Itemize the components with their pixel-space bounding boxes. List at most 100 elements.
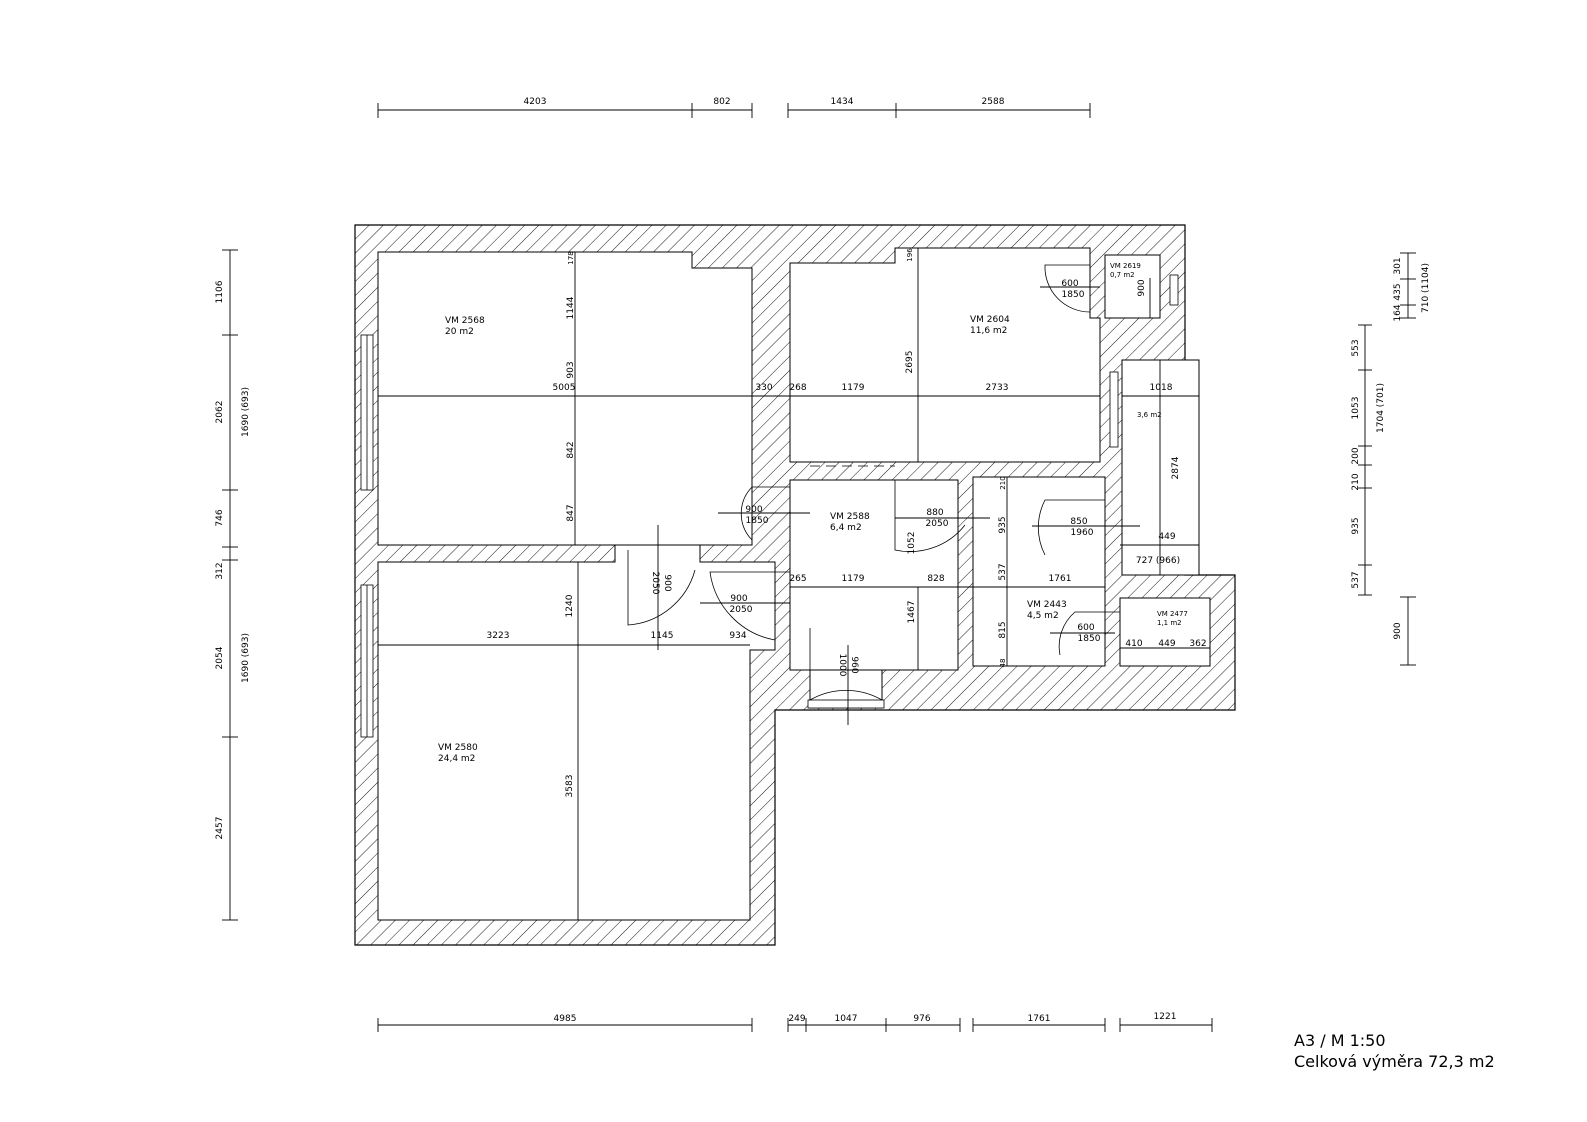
dim-label: 847 <box>566 504 576 521</box>
outer-dimension-lines <box>222 103 1416 1032</box>
door-labels: 900 1850 900 2050 900 2050 880 2050 850 … <box>650 279 1147 677</box>
door-width: 900 <box>662 574 672 591</box>
room-code: VM 2619 <box>1110 262 1141 270</box>
door-height: 1960 <box>1071 528 1094 538</box>
dim-label: 1047 <box>835 1014 858 1024</box>
dim-label: 900 <box>1393 622 1403 639</box>
dim-label: 842 <box>566 441 576 458</box>
room-code: VM 2604 <box>970 315 1010 325</box>
door-width: 900 <box>1137 279 1147 296</box>
dim-label: 48 <box>999 659 1007 668</box>
dim-label: 1179 <box>842 383 865 393</box>
dim-label: 935 <box>1351 517 1361 534</box>
door-width: 600 <box>1077 623 1094 633</box>
door-height: 1850 <box>1062 290 1085 300</box>
dim-label: 164 <box>1393 304 1403 321</box>
windows <box>360 274 1179 738</box>
room-area: 1,1 m2 <box>1157 619 1182 627</box>
dim-label: 1761 <box>1049 574 1072 584</box>
dim-label: 1144 <box>566 296 576 319</box>
dim-label: 1690 (693) <box>241 633 251 683</box>
room-code: VM 2443 <box>1027 600 1067 610</box>
dim-label: 3583 <box>565 775 575 798</box>
dim-label: 727 (966) <box>1136 556 1180 566</box>
dim-label: 1761 <box>1028 1014 1051 1024</box>
dim-label: 4203 <box>524 97 547 107</box>
dim-label: 3223 <box>487 631 510 641</box>
dim-label: 4985 <box>554 1014 577 1024</box>
dim-label: 196 <box>906 248 914 262</box>
dim-label: 710 (1104) <box>1421 263 1431 313</box>
room-code: VM 2588 <box>830 512 870 522</box>
door-height: 2050 <box>730 605 753 615</box>
drawing-footer: A3 / M 1:50 Celková výměra 72,3 m2 <box>1294 1030 1495 1072</box>
door-height: 2050 <box>650 572 660 595</box>
dim-label: 1434 <box>831 97 854 107</box>
dim-label: 828 <box>927 574 944 584</box>
dim-label: 200 <box>1351 447 1361 464</box>
dim-label: 210 <box>999 476 1007 489</box>
dim-label: 2695 <box>905 351 915 374</box>
dim-label: 449 <box>1158 532 1175 542</box>
dim-label: 976 <box>913 1014 930 1024</box>
door-height: 2050 <box>926 519 949 529</box>
dim-label: 2054 <box>215 646 225 669</box>
scale-label: A3 / M 1:50 <box>1294 1031 1386 1050</box>
door-width: 960 <box>849 656 859 673</box>
dim-label: 330 <box>755 383 772 393</box>
dim-label: 1704 (701) <box>1376 383 1386 433</box>
room-interiors <box>377 247 1211 921</box>
dim-label: 537 <box>1351 571 1361 588</box>
dim-label: 1106 <box>215 280 225 303</box>
dim-label: 537 <box>998 563 1008 580</box>
dim-label: 449 <box>1158 639 1175 649</box>
dim-label: 934 <box>729 631 746 641</box>
dim-label: 1690 (693) <box>241 387 251 437</box>
dim-label: 249 <box>788 1014 805 1024</box>
dim-label: 312 <box>215 562 225 579</box>
outer-dimension-texts: 4203 802 1434 2588 4985 249 1047 976 176… <box>215 97 1431 1024</box>
dim-label: 2457 <box>215 817 225 840</box>
door-width: 850 <box>1070 517 1087 527</box>
dim-label: 746 <box>215 509 225 526</box>
dim-label: 301 <box>1393 257 1403 274</box>
dim-label: 815 <box>998 621 1008 638</box>
dim-label: 1467 <box>907 601 917 624</box>
dim-label: 178 <box>567 251 575 264</box>
dim-label: 903 <box>566 361 576 378</box>
total-area-label: Celková výměra 72,3 m2 <box>1294 1052 1495 1071</box>
room-labels: VM 2568 20 m2 VM 2604 11,6 m2 VM 2619 0,… <box>438 262 1188 764</box>
dim-label: 410 <box>1125 639 1142 649</box>
dim-label: 2062 <box>215 401 225 424</box>
dim-label: 210 <box>1351 473 1361 490</box>
inner-dimension-texts: 178 1144 903 842 847 5005 330 268 1179 2… <box>487 248 1207 798</box>
dim-label: 265 <box>789 574 806 584</box>
room-code: VM 2477 <box>1157 610 1188 618</box>
room-area: 4,5 m2 <box>1027 611 1059 621</box>
doors <box>627 264 1120 701</box>
door-width: 900 <box>730 594 747 604</box>
dim-label: 1179 <box>842 574 865 584</box>
dim-label: 362 <box>1189 639 1206 649</box>
room-area: 20 m2 <box>445 327 474 337</box>
room-area: 11,6 m2 <box>970 326 1007 336</box>
dim-label: 1053 <box>1351 397 1361 420</box>
door-height: 1000 <box>837 654 847 677</box>
dim-label: 2874 <box>1171 456 1181 479</box>
dim-label: 2733 <box>986 383 1009 393</box>
room-area: 0,7 m2 <box>1110 271 1135 279</box>
dim-label: 553 <box>1351 339 1361 356</box>
dim-label: 1145 <box>651 631 674 641</box>
inner-dimension-lines <box>378 248 1210 920</box>
dim-label: 935 <box>998 516 1008 533</box>
door-height: 1850 <box>1078 634 1101 644</box>
room-area: 6,4 m2 <box>830 523 862 533</box>
door-height: 1850 <box>746 516 769 526</box>
door-width: 900 <box>745 505 762 515</box>
room-area: 3,6 m2 <box>1137 411 1162 419</box>
door-width: 600 <box>1061 279 1078 289</box>
room-code: VM 2568 <box>445 316 485 326</box>
door-width: 880 <box>926 508 943 518</box>
dim-label: 2588 <box>982 97 1005 107</box>
